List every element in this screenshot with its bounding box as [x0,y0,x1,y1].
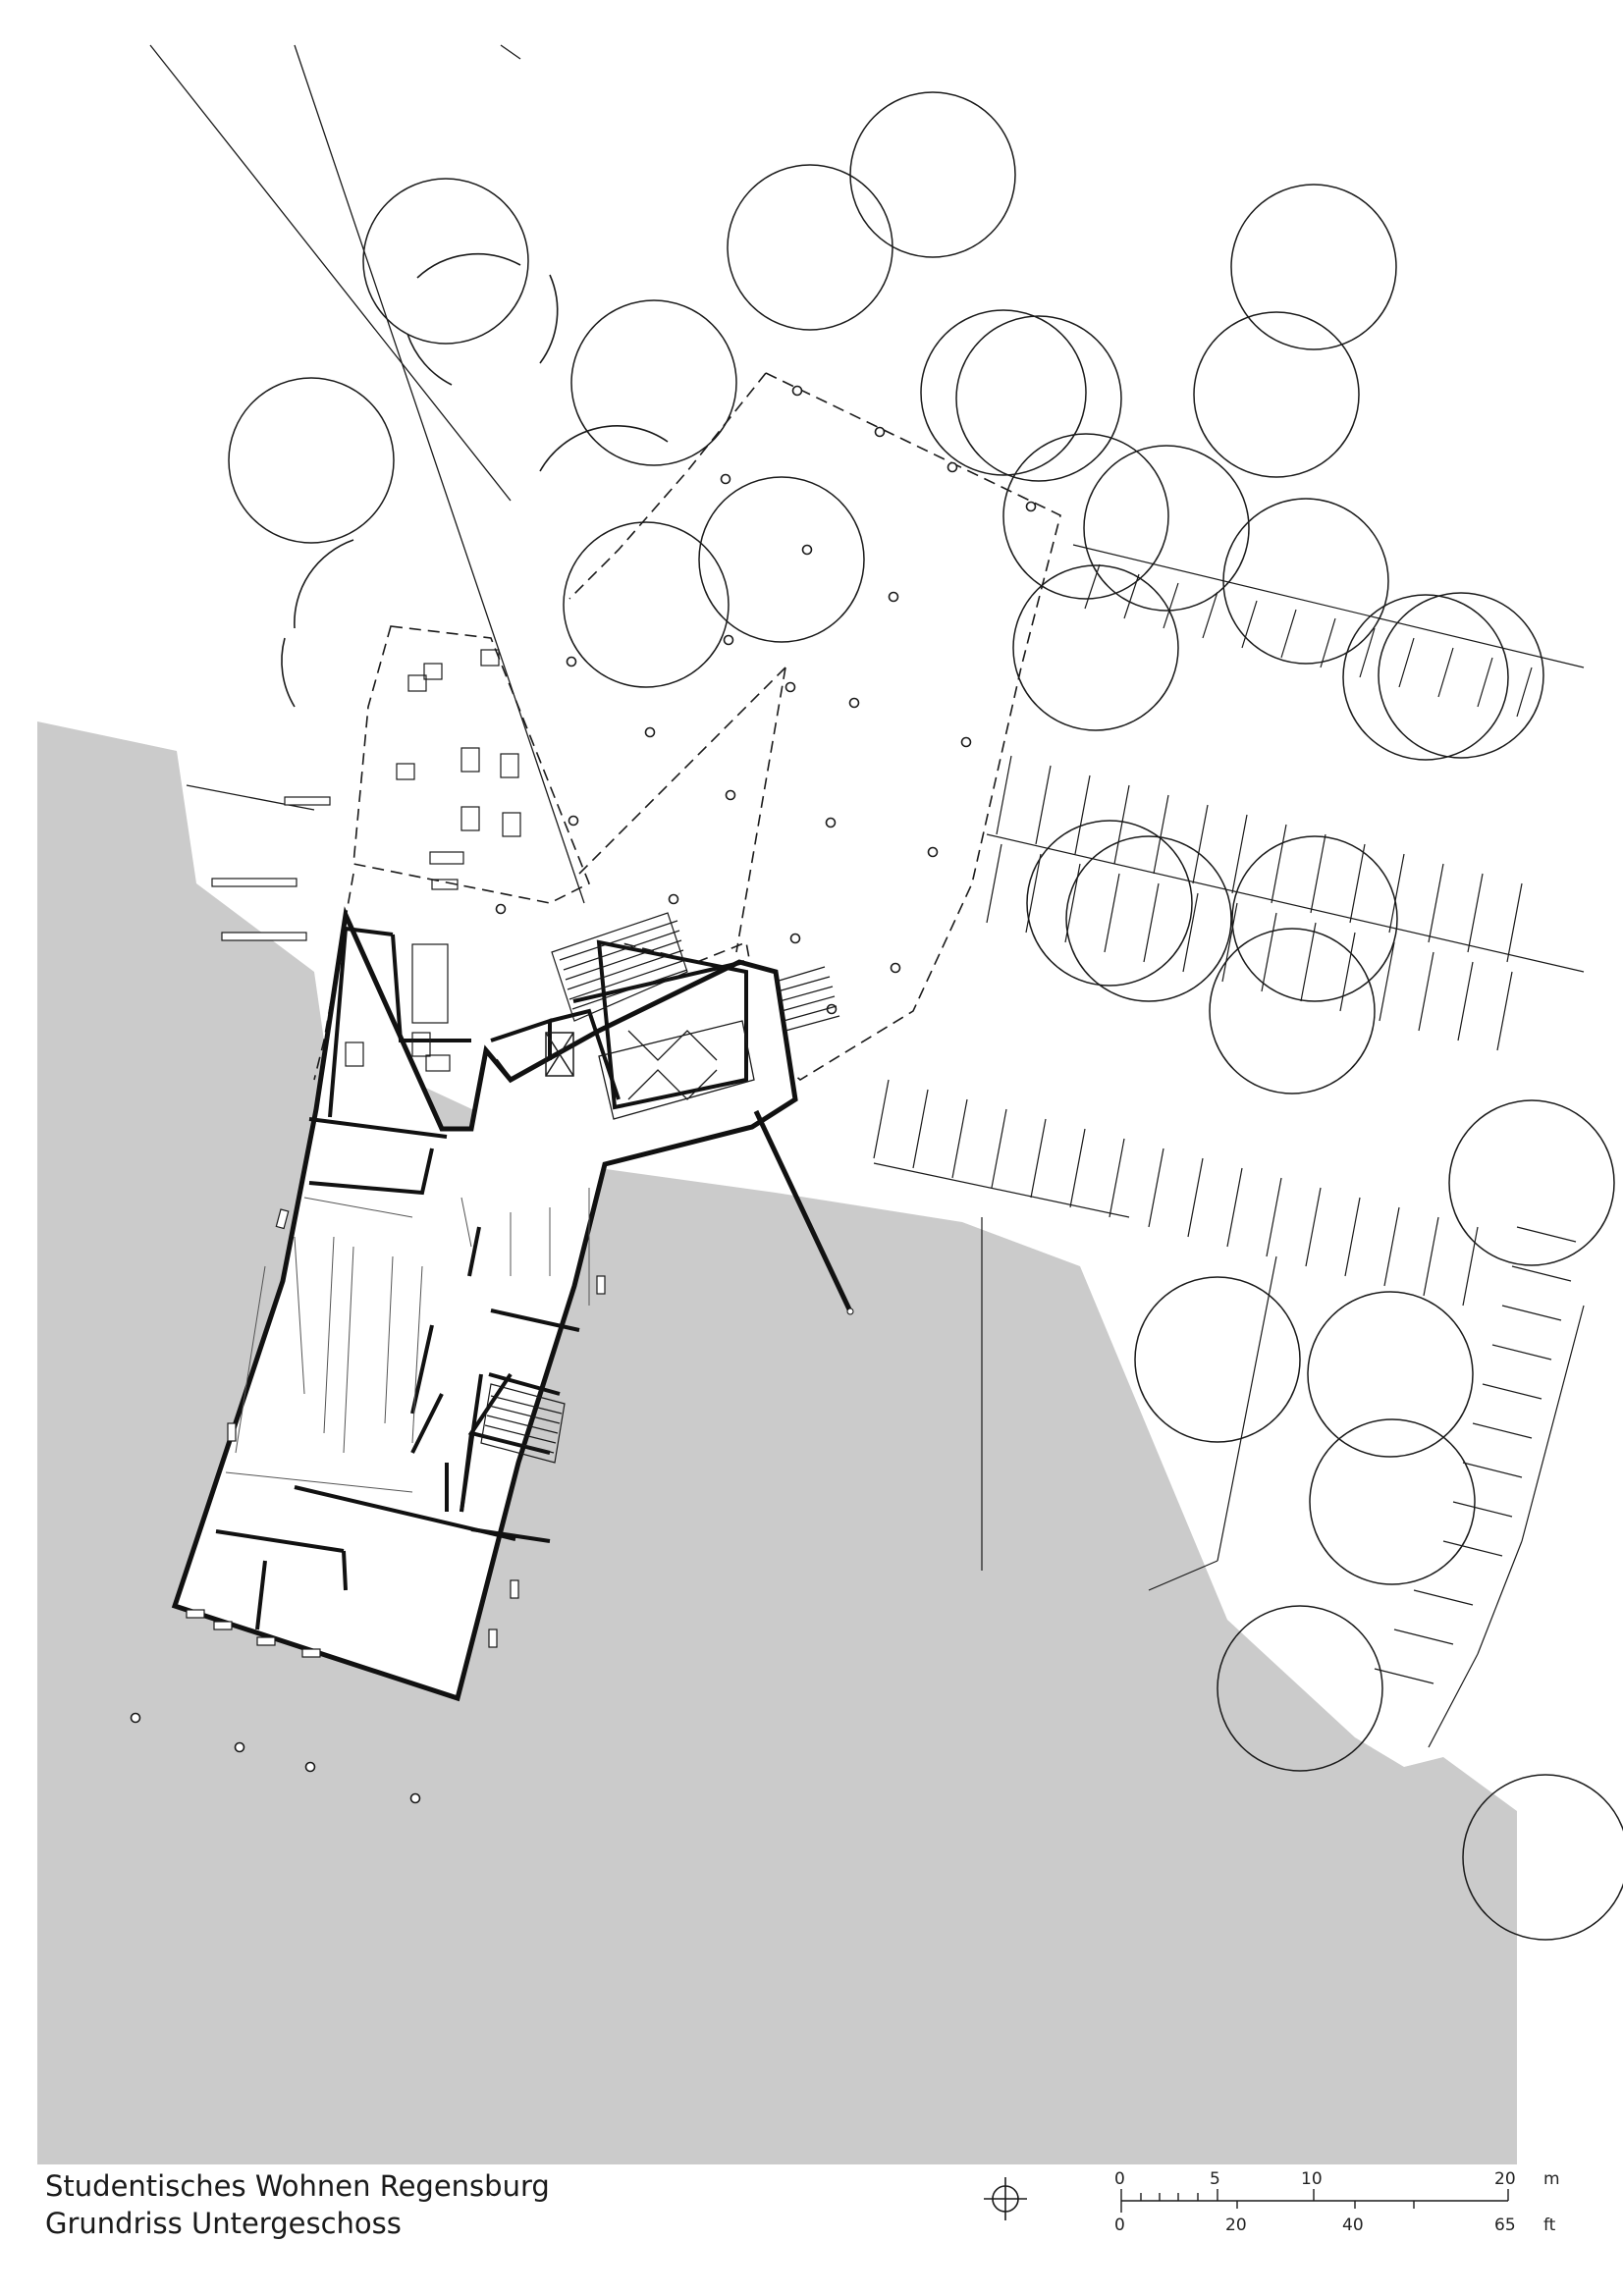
tree [955,315,1122,482]
tree [849,91,1016,258]
tree [1378,592,1544,759]
tree [1448,1099,1615,1266]
columns [130,385,1037,1804]
tree [1012,564,1179,731]
scale-metric-20: 20 [1494,2169,1516,2189]
tree [1231,835,1398,1002]
seating-arcs [281,252,669,708]
tree [1342,594,1509,761]
elevator [545,1032,574,1077]
scale-labels: 0 5 10 20 m 0 20 40 65 ft [1114,2169,1560,2235]
parking-stalls [873,544,1585,1748]
interior-walls [215,927,748,1630]
bike-racks [225,1188,590,1493]
furniture [345,649,521,1072]
tree [727,164,893,331]
scale-imperial-65: 65 [1494,2216,1516,2235]
tree [1307,1291,1474,1458]
scale-metric-10: 10 [1301,2169,1323,2189]
scale-metric-5: 5 [1210,2169,1220,2189]
ramp-end [846,1308,854,1315]
drawing-title: Grundriss Untergeschoss [45,2207,402,2240]
tree [1065,835,1232,1002]
tree [570,299,737,466]
scale-metric-0: 0 [1114,2169,1125,2189]
tree [920,309,1087,476]
tree [228,377,395,544]
title-block: Studentisches Wohnen Regensburg Grundris… [45,2167,550,2242]
tree [1217,1605,1383,1772]
scale-imperial-unit: ft [1543,2216,1556,2235]
scale-imperial-40: 40 [1342,2216,1364,2235]
site-benches [186,796,606,1658]
site-paths [149,44,585,904]
tree [1462,1774,1623,1941]
scale-imperial-0: 0 [1114,2216,1125,2235]
tree [1002,433,1169,600]
parking-garage-top [598,1020,755,1120]
tree [1083,445,1250,612]
tree [1134,1276,1301,1443]
ramp-wall [753,1109,853,1313]
tree [1193,311,1360,478]
staircase-south [480,1383,566,1464]
tree [563,521,730,688]
project-title: Studentisches Wohnen Regensburg [45,2169,550,2203]
scale-imperial-20: 20 [1225,2216,1247,2235]
trees [228,91,1623,1941]
tree [1230,184,1397,350]
scale-metric-unit: m [1543,2169,1560,2189]
tree [1026,820,1193,987]
tree [698,476,865,643]
staircase-north [551,912,840,1032]
tree [1309,1418,1476,1585]
tree [362,178,529,345]
north-arrow-icon [984,2177,1027,2220]
tree [1209,928,1376,1095]
scale-bar [1120,2189,1509,2213]
